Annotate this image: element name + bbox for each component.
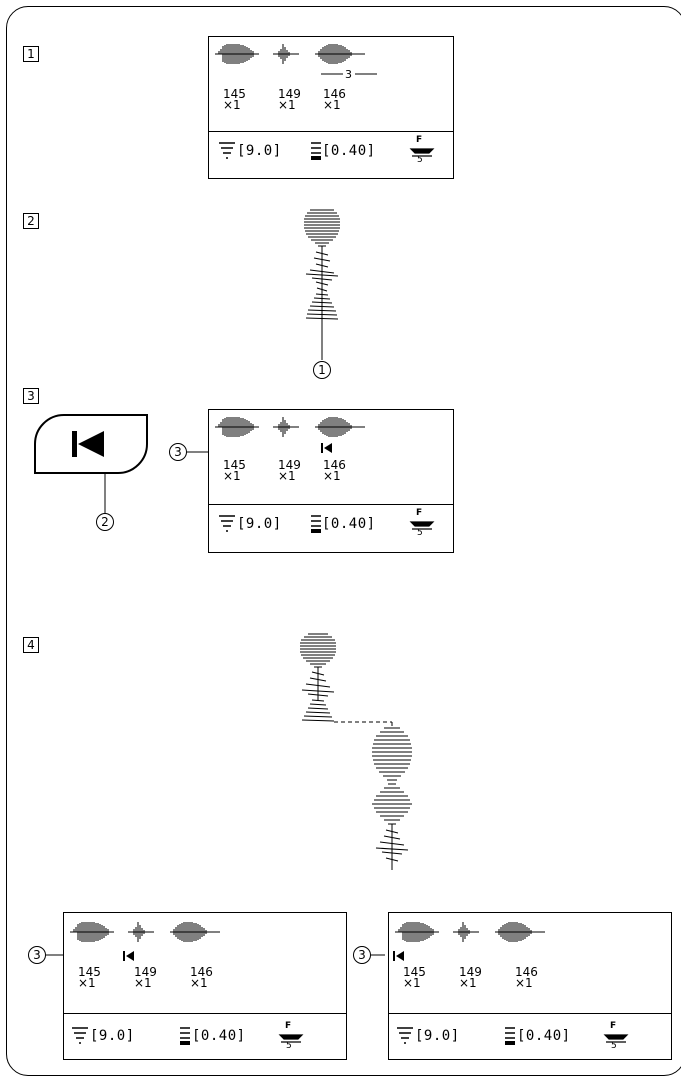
pattern-146: 146×1: [323, 87, 346, 112]
cursor-leader: [371, 954, 385, 956]
callout-2: 2: [96, 513, 114, 531]
memory-cursor-icon: [321, 443, 332, 453]
pattern-149: 149×1: [278, 87, 301, 112]
step-2-marker: 2: [23, 213, 39, 229]
presser-foot-indicator: F 5: [603, 1021, 629, 1053]
foot-number: 5: [611, 1041, 617, 1051]
presser-foot-indicator: F 5: [409, 135, 435, 167]
sewn-stitch-step-2: [304, 209, 340, 330]
stitch-length-icon: [311, 142, 321, 160]
presser-foot-indicator: F 5: [278, 1021, 304, 1053]
foot-letter: F: [285, 1021, 292, 1031]
callout-3: 3: [169, 443, 187, 461]
length-value: [0.40]: [322, 516, 376, 532]
pattern-149: 149×1: [134, 965, 157, 990]
key-leader: [104, 474, 106, 514]
foot-letter: F: [610, 1021, 617, 1031]
tension-value: [9.0]: [237, 516, 282, 532]
lcd-divider: [209, 504, 453, 505]
presser-foot-icon: [603, 1034, 629, 1043]
stitch-pattern-icons: [215, 44, 365, 64]
foot-number: 5: [286, 1041, 292, 1051]
presser-foot-icon: [409, 148, 435, 157]
stitch-pattern-icons: [395, 922, 545, 942]
group-bracket: [321, 73, 377, 75]
stitch-length-icon: [311, 515, 321, 533]
lcd-divider: [389, 1013, 671, 1014]
stitch-length-icon: [180, 1027, 190, 1045]
sewn-stitch-step-4: [300, 633, 412, 870]
foot-number: 5: [417, 528, 423, 538]
pattern-145: 145×1: [78, 965, 101, 990]
length-value: [0.40]: [192, 1028, 246, 1044]
tension-value: [9.0]: [90, 1028, 135, 1044]
thread-tension-icon: [72, 1027, 88, 1044]
lcd-divider: [64, 1013, 346, 1014]
pattern-149: 149×1: [459, 965, 482, 990]
foot-letter: F: [416, 508, 423, 518]
tension-value: [9.0]: [237, 143, 282, 159]
callout-1: 1: [313, 361, 331, 379]
pattern-146: 146×1: [323, 458, 346, 483]
length-value: [0.40]: [322, 143, 376, 159]
presser-foot-icon: [278, 1034, 304, 1043]
lcd-display-step-3: 145×1 149×1 146×1 [9.0] [0.40] F 5: [208, 409, 454, 553]
length-value: [0.40]: [517, 1028, 571, 1044]
thread-tension-icon: [219, 142, 235, 159]
memory-cursor-icon: [123, 951, 134, 961]
stitch-length-icon: [505, 1027, 515, 1045]
memory-start-key[interactable]: [34, 414, 148, 474]
step-1-marker: 1: [23, 46, 39, 62]
stitch-pattern-icons: [215, 417, 365, 437]
lcd-divider: [209, 131, 453, 132]
sewn-stitch-leader: [321, 320, 323, 360]
pattern-145: 145×1: [223, 458, 246, 483]
callout-3: 3: [28, 946, 46, 964]
lcd-display-bottom-left: 145×1 149×1 146×1 [9.0] [0.40] F 5: [63, 912, 347, 1060]
presser-foot-indicator: F 5: [409, 508, 435, 540]
memory-cursor-icon: [393, 951, 404, 961]
pattern-145: 145×1: [223, 87, 246, 112]
lcd-display-step-1: 3 145×1 149×1 146×1 [9.0] [0.40] F 5: [208, 36, 454, 179]
pattern-146: 146×1: [190, 965, 213, 990]
step-3-marker: 3: [23, 388, 39, 404]
presser-foot-icon: [409, 521, 435, 530]
pattern-145: 145×1: [403, 965, 426, 990]
callout-3: 3: [353, 946, 371, 964]
tension-value: [9.0]: [415, 1028, 460, 1044]
foot-number: 5: [417, 155, 423, 165]
pattern-149: 149×1: [278, 458, 301, 483]
thread-tension-icon: [397, 1027, 413, 1044]
pattern-146: 146×1: [515, 965, 538, 990]
lcd-display-bottom-right: 145×1 149×1 146×1 [9.0] [0.40] F 5: [388, 912, 672, 1060]
group-count-label: 3: [345, 68, 352, 81]
thread-tension-icon: [219, 515, 235, 532]
start-marker-icon: [72, 431, 104, 457]
foot-letter: F: [416, 135, 423, 145]
step-4-marker: 4: [23, 637, 39, 653]
stitch-pattern-icons: [70, 922, 220, 942]
